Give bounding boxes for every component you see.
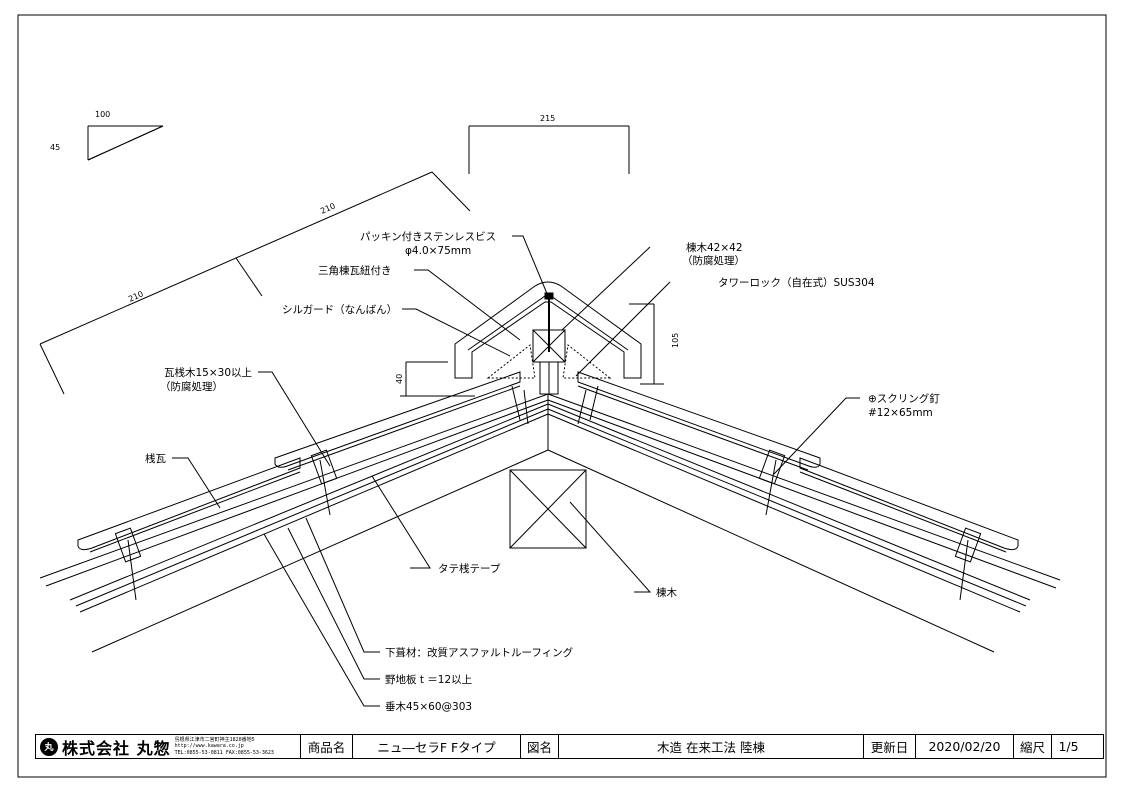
tower-lock — [539, 361, 559, 395]
ridge-beam — [509, 469, 587, 549]
roof-tile-right-upper — [577, 371, 821, 471]
company-cell: 丸 株式会社 丸惣 島根県江津市二宮町神主1820番地5 http://www.… — [36, 735, 301, 758]
label-sheathing: 野地板 t ＝12以上 — [385, 673, 472, 686]
roof-layers-right — [547, 393, 1061, 653]
ridge-clearance-value: 40 — [395, 374, 404, 384]
label-ridge-batten: 棟木42×42 — [686, 241, 743, 254]
ring-nails — [127, 385, 969, 601]
product-name: ニュ―セラF Fタイプ — [353, 735, 521, 758]
label-ridge-beam: 棟木 — [656, 586, 677, 599]
company-url[interactable]: http://www.kawara.co.jp — [174, 743, 244, 750]
label-ring-nail-size: #12×65mm — [868, 407, 933, 419]
updated-label: 更新日 — [864, 735, 916, 758]
slope-rise-value: 45 — [50, 143, 60, 152]
company-name: 株式会社 丸惣 — [62, 738, 171, 758]
slope-length-dimension — [39, 171, 471, 395]
ridge-clearance-dimension — [400, 361, 475, 397]
company-logo: 丸 — [40, 737, 58, 756]
ridge-height-value: 105 — [671, 333, 680, 348]
ridge-width-value: 215 — [540, 114, 555, 123]
drawing-name: 木造 在来工法 陸棟 — [559, 735, 864, 758]
drawing-frame — [17, 14, 1107, 778]
slope-triangle — [87, 125, 164, 161]
company-contact: 島根県江津市二宮町神主1820番地5 http://www.kawara.co.… — [175, 737, 274, 757]
company-address: 島根県江津市二宮町神主1820番地5 — [174, 736, 255, 743]
roof-layers-left — [39, 393, 549, 653]
title-block: 丸 株式会社 丸惣 島根県江津市二宮町神主1820番地5 http://www.… — [35, 734, 1104, 759]
scale-label: 縮尺 — [1014, 735, 1052, 758]
updated-date: 2020/02/20 — [916, 735, 1014, 758]
label-ridge-tile: 三角棟瓦紐付き — [318, 264, 392, 277]
label-tower-lock: タワーロック（自在式）SUS304 — [718, 276, 875, 289]
label-underlayment: 下葺材：改質アスファルトルーフィング — [385, 646, 574, 659]
product-label: 商品名 — [301, 735, 353, 758]
label-tile-batten-note: （防腐処理） — [160, 380, 223, 393]
label-sealant: シルガード（なんばん） — [282, 304, 397, 316]
roof-tile-left-lower — [77, 457, 301, 553]
ridge-height-dimension — [629, 303, 664, 385]
upper-length-value: 210 — [319, 201, 337, 215]
roof-tile-left-upper — [274, 371, 521, 471]
label-tile-batten: 瓦桟木15×30以上 — [164, 366, 252, 379]
label-screw: パッキン付きステンレスビス — [360, 230, 496, 243]
label-rafter: 垂木45×60@303 — [385, 701, 472, 713]
company-tel: TEL:0855-53-0811 FAX:0855-53-3623 — [174, 749, 274, 756]
ridge-width-dimension — [468, 125, 630, 174]
roof-tile-right-lower — [799, 457, 1019, 553]
stainless-screw — [544, 292, 554, 352]
label-screw-size: φ4.0×75mm — [405, 245, 471, 257]
label-roof-tile: 桟瓦 — [145, 452, 166, 465]
label-vertical-tape: タテ桟テープ — [438, 562, 501, 575]
label-ring-nail: ⊕スクリング釘 — [868, 392, 940, 405]
scale-value: 1/5 — [1058, 739, 1079, 754]
leader-lines — [172, 235, 860, 707]
tile-battens — [114, 449, 982, 563]
slope-run-value: 100 — [95, 110, 110, 119]
drawing-label: 図名 — [521, 735, 559, 758]
label-ridge-batten-note: （防腐処理） — [682, 254, 745, 267]
